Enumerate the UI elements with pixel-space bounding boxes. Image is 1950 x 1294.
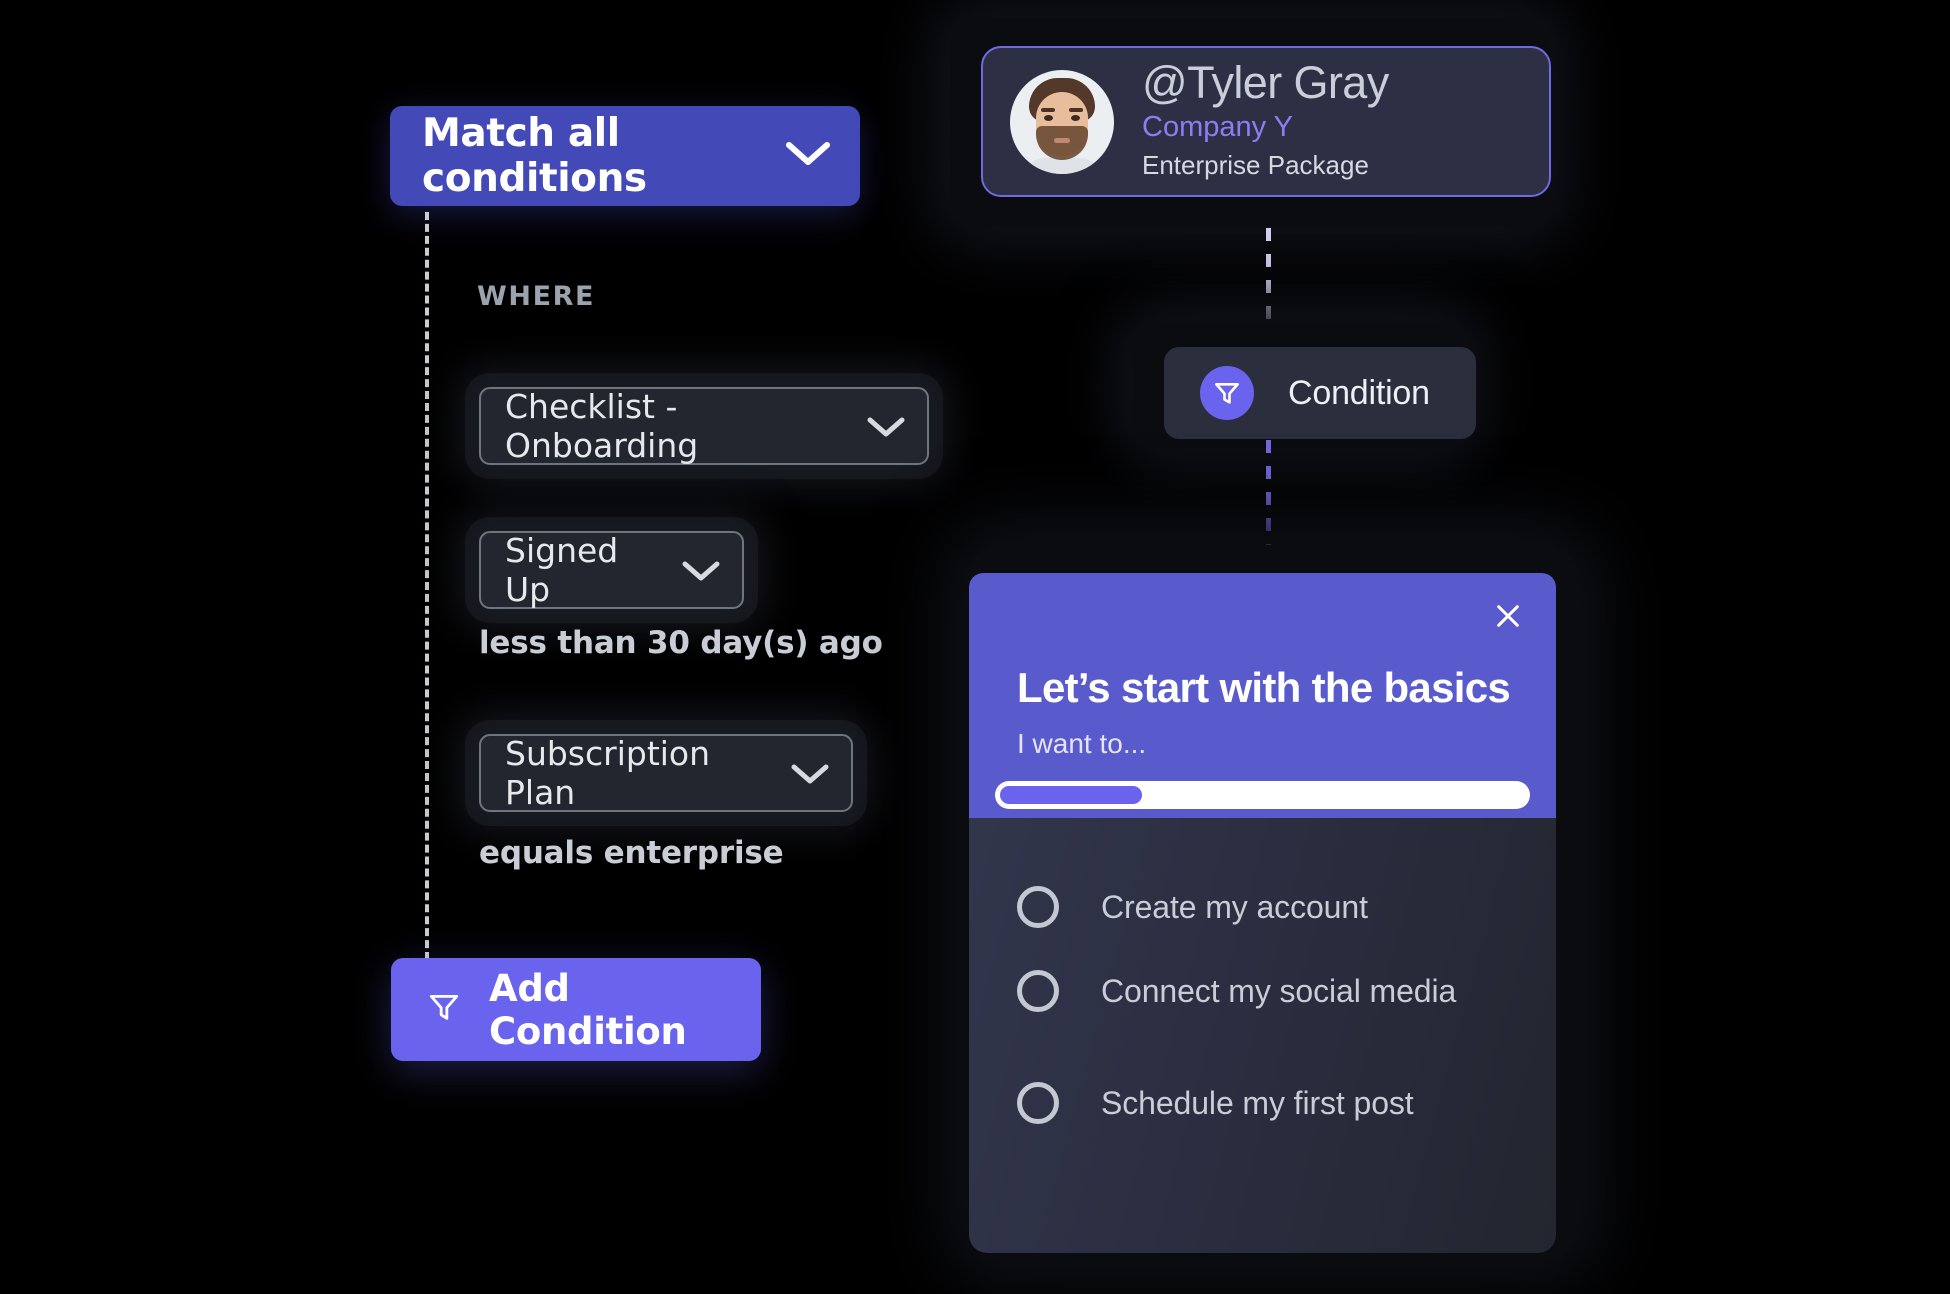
option-row[interactable]: Create my account: [1017, 886, 1368, 928]
condition-field-value: Checklist - Onboarding: [505, 387, 699, 465]
user-company: Company Y: [1142, 110, 1293, 143]
user-plan: Enterprise Package: [1142, 150, 1369, 181]
match-all-conditions-label: Match all conditions: [422, 111, 647, 201]
match-all-conditions-button[interactable]: Match all conditions: [390, 106, 860, 206]
builder-connector-line: [425, 212, 429, 960]
condition-node[interactable]: Condition: [1164, 347, 1476, 439]
condition-field-checklist[interactable]: Checklist - Onboarding: [479, 387, 929, 465]
condition-field-signed-up[interactable]: Signed Up: [479, 531, 744, 609]
condition-field-value: Subscription Plan: [505, 734, 711, 812]
chevron-down-icon: [791, 754, 829, 793]
radio-icon[interactable]: [1017, 1082, 1059, 1124]
radio-icon[interactable]: [1017, 970, 1059, 1012]
modal-title: Let’s start with the basics: [1017, 664, 1511, 711]
option-row[interactable]: Connect my social media: [1017, 970, 1456, 1012]
modal-header: Let’s start with the basics I want to...: [969, 573, 1556, 818]
condition-field-subscription-plan[interactable]: Subscription Plan: [479, 734, 853, 812]
chevron-down-icon: [682, 551, 720, 590]
onboarding-modal: Let’s start with the basics I want to...…: [969, 573, 1556, 1253]
option-row[interactable]: Schedule my first post: [1017, 1082, 1414, 1124]
flow-connector-bottom: [1266, 440, 1271, 575]
option-label: Schedule my first post: [1101, 1084, 1414, 1121]
option-label: Connect my social media: [1101, 972, 1457, 1009]
user-name: @Tyler Gray: [1142, 56, 1389, 108]
close-icon[interactable]: [1490, 598, 1526, 634]
option-label: Create my account: [1101, 888, 1368, 925]
where-label: WHERE: [477, 281, 596, 312]
user-card[interactable]: @Tyler Gray Company Y Enterprise Package: [981, 46, 1551, 197]
condition-operator-text: less than 30 day(s) ago: [479, 625, 883, 661]
progress-bar: [995, 781, 1530, 809]
add-condition-button[interactable]: Add Condition: [391, 958, 761, 1061]
modal-body: Create my account Connect my social medi…: [969, 818, 1556, 1253]
chevron-down-icon: [786, 141, 830, 172]
condition-field-value: Signed Up: [505, 531, 619, 609]
add-condition-label: Add Condition: [489, 966, 687, 1053]
funnel-icon: [1200, 366, 1254, 420]
radio-icon[interactable]: [1017, 886, 1059, 928]
flow-connector-top: [1266, 228, 1271, 344]
progress-bar-fill: [1000, 786, 1142, 804]
condition-operator-text: equals enterprise: [479, 835, 784, 871]
modal-subtitle: I want to...: [1017, 728, 1147, 759]
funnel-icon: [427, 990, 461, 1029]
avatar: [1010, 69, 1114, 174]
chevron-down-icon: [867, 407, 905, 446]
condition-node-label: Condition: [1288, 373, 1430, 412]
